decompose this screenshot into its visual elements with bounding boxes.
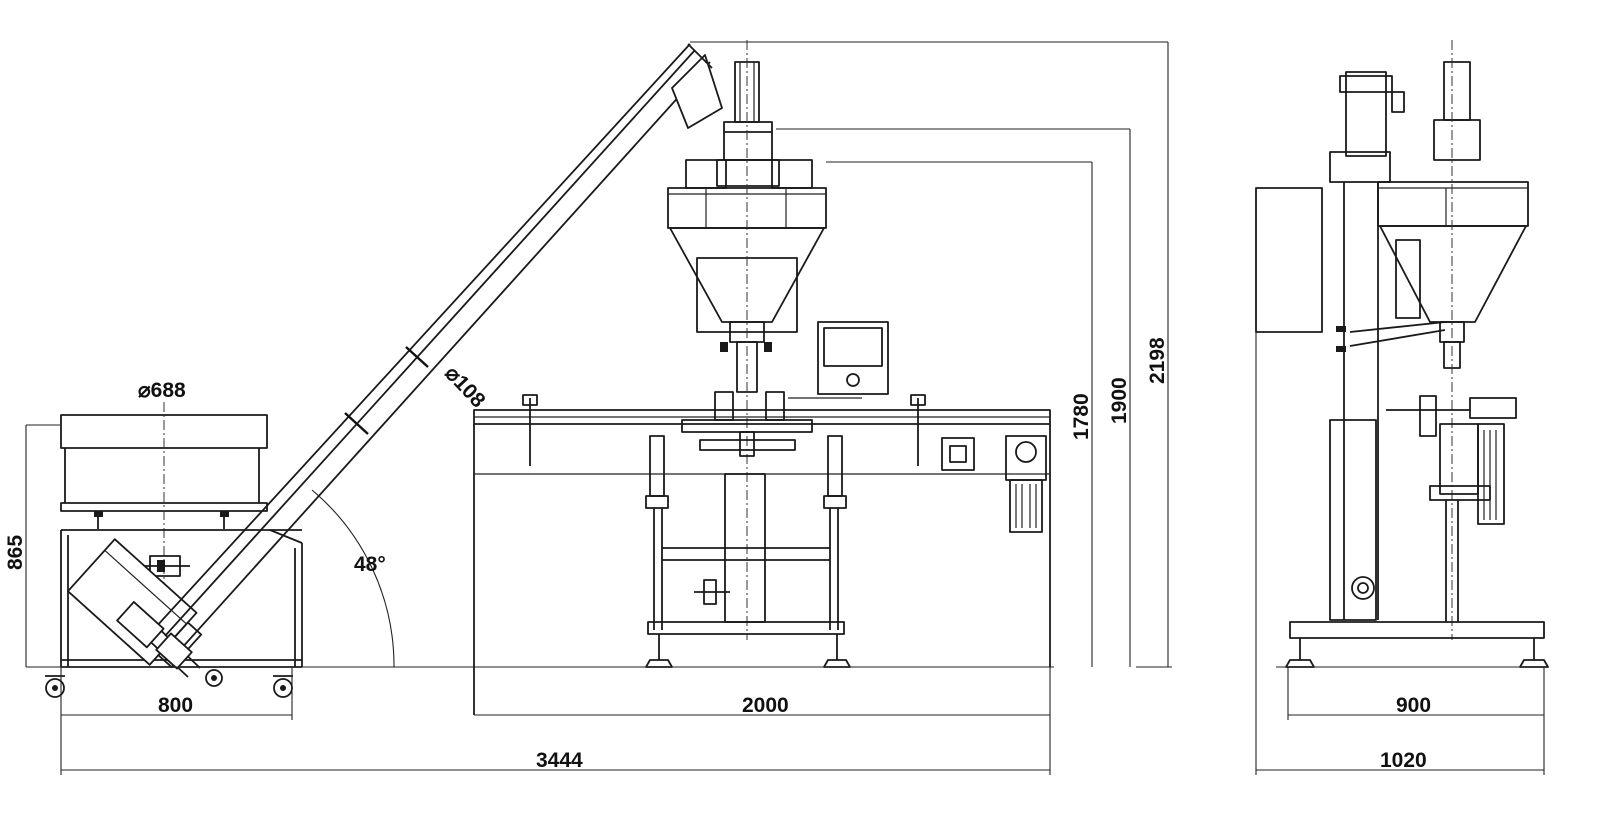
height-1900-label: 1900 <box>1108 377 1131 424</box>
caster-wheels <box>45 669 293 698</box>
height-1780-label: 1780 <box>1070 393 1093 440</box>
conveyor-motor <box>941 435 1047 533</box>
filler-head <box>667 40 827 640</box>
control-screen <box>788 321 889 399</box>
side-1020-label: 1020 <box>1380 749 1427 772</box>
side-900-label: 900 <box>1396 694 1431 717</box>
side-view <box>1255 40 1549 668</box>
filler-stand <box>645 435 851 668</box>
height-865-label: 865 <box>4 535 27 570</box>
auger-tube <box>116 43 723 678</box>
width-2000-label: 2000 <box>742 694 789 717</box>
total-3444-label: 3444 <box>536 749 583 772</box>
tube-diameter-label: ⌀108 <box>440 362 490 413</box>
angle-label: 48° <box>354 553 386 576</box>
hopper-diameter-label: ⌀688 <box>138 379 186 402</box>
width-800-label: 800 <box>158 694 193 717</box>
dimension-lines <box>25 41 1548 775</box>
height-2198-label: 2198 <box>1146 337 1169 384</box>
